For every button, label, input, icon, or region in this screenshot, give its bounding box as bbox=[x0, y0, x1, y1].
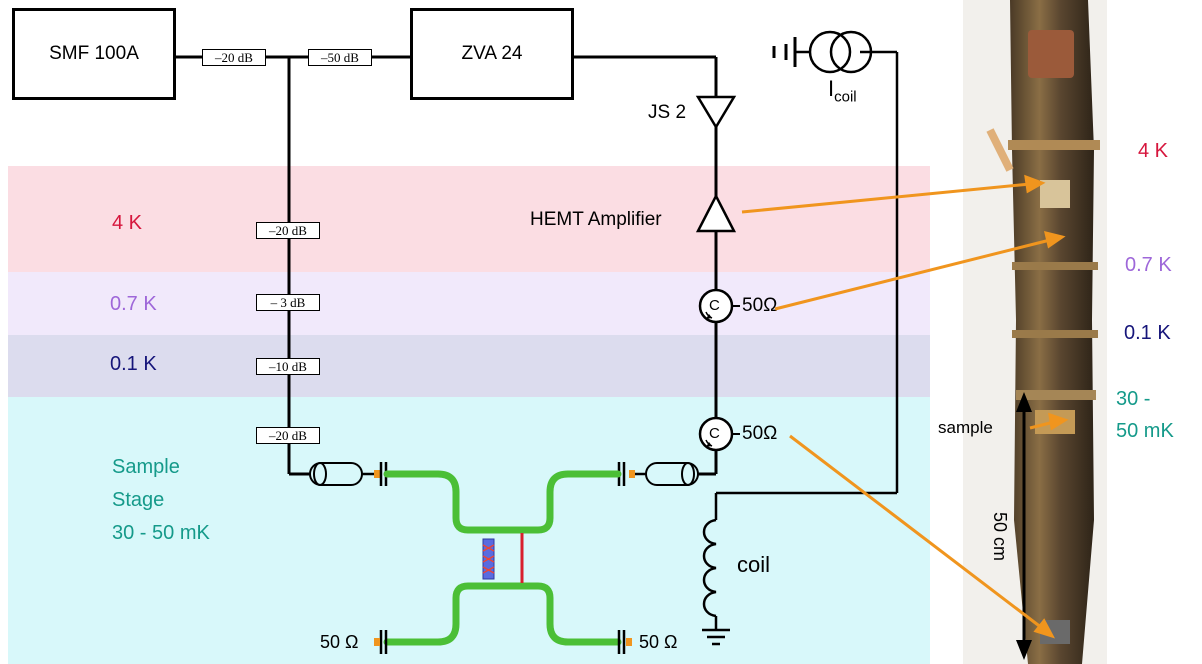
band-01k bbox=[8, 335, 930, 397]
current-source-label: Icoil bbox=[828, 76, 857, 105]
termination-lower-label: 50Ω bbox=[742, 423, 778, 444]
resonator-network bbox=[383, 470, 622, 646]
attenuator-sample: –20 dB bbox=[256, 427, 320, 444]
photo-label-sample: sample bbox=[938, 418, 993, 437]
stage-label-4k: 4 K bbox=[112, 212, 143, 234]
js2-amplifier-icon bbox=[695, 95, 737, 130]
band-4k bbox=[8, 166, 930, 272]
stage-label-01k: 0.1 K bbox=[110, 353, 157, 375]
current-source-i: I bbox=[828, 76, 835, 101]
battery-icon bbox=[772, 37, 797, 67]
stage-label-sample-2: Stage bbox=[112, 489, 165, 511]
hemt-label: HEMT Amplifier bbox=[530, 209, 662, 230]
attenuator-01k: –10 dB bbox=[256, 358, 320, 375]
photo-label-07k: 0.7 K bbox=[1125, 254, 1172, 276]
photo-label-4k: 4 K bbox=[1138, 140, 1169, 162]
coil-inductor-icon bbox=[702, 518, 717, 618]
photo-label-mk-1: 30 - bbox=[1116, 388, 1151, 410]
coax-connector-left bbox=[309, 462, 380, 486]
termination-upper-label: 50Ω bbox=[742, 295, 778, 316]
smf-100a-box: SMF 100A bbox=[12, 8, 176, 100]
stage-label-sample-3: 30 - 50 mK bbox=[112, 522, 210, 544]
stage-label-sample-1: Sample bbox=[112, 456, 180, 478]
photo-label-mk-2: 50 mK bbox=[1116, 420, 1174, 442]
termination-bottom-right: 50 Ω bbox=[639, 632, 678, 652]
attenuator-07k: – 3 dB bbox=[256, 294, 320, 311]
current-source-sub: coil bbox=[834, 88, 857, 106]
zva-24-box: ZVA 24 bbox=[410, 8, 574, 100]
stage-label-07k: 0.7 K bbox=[110, 293, 157, 315]
photo-label-01k: 0.1 K bbox=[1124, 322, 1171, 344]
circulator-symbol-lower: C bbox=[709, 425, 720, 442]
attenuator-4k: –20 dB bbox=[256, 222, 320, 239]
js2-label: JS 2 bbox=[648, 102, 687, 123]
termination-bottom-left: 50 Ω bbox=[320, 632, 359, 652]
circulator-lower-icon bbox=[698, 416, 740, 452]
circulator-symbol-upper: C bbox=[709, 297, 720, 314]
band-07k bbox=[8, 272, 930, 335]
photo-label-length: 50 cm bbox=[990, 512, 1010, 562]
attenuator-top-right: –50 dB bbox=[308, 49, 372, 66]
junction-array-icon bbox=[482, 538, 495, 580]
coax-connector-right bbox=[629, 462, 699, 486]
ground-icon bbox=[702, 628, 730, 646]
attenuator-top-left: –20 dB bbox=[202, 49, 266, 66]
coil-label: coil bbox=[737, 552, 771, 577]
